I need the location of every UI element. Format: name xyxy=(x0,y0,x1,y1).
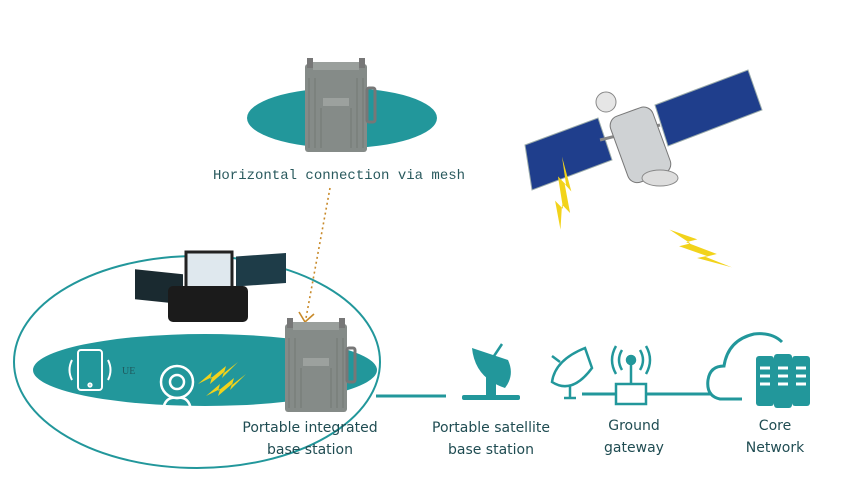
node-label-core-2: Network xyxy=(746,440,805,456)
node-label-integrated: Portable integrated xyxy=(242,420,377,436)
mesh-connection-line xyxy=(305,187,331,319)
mesh-base-station-device xyxy=(303,56,377,154)
node-label-core: Core xyxy=(759,418,791,434)
node-label-gateway-2: gateway xyxy=(604,440,664,456)
satellite-signal-lightning xyxy=(669,212,732,286)
webcam-icon xyxy=(159,364,195,412)
satellite-icon xyxy=(524,69,763,191)
gateway-dish-icon xyxy=(550,346,594,400)
node-label-integrated-2: base station xyxy=(267,442,353,458)
ue-label: UE xyxy=(122,366,135,377)
ground-gateway-icon xyxy=(610,345,652,406)
mesh-label: Horizontal connection via mesh xyxy=(213,168,465,184)
command-terminal-icon xyxy=(135,250,286,322)
node-label-gateway: Ground xyxy=(608,418,660,434)
satellite-dish-icon xyxy=(462,343,520,400)
phone-icon xyxy=(68,349,112,391)
node-label-satellite-2: base station xyxy=(448,442,534,458)
core-network-cloud-icon xyxy=(706,332,810,408)
integrated-base-station-device xyxy=(283,316,357,414)
node-label-satellite: Portable satellite xyxy=(432,420,550,436)
